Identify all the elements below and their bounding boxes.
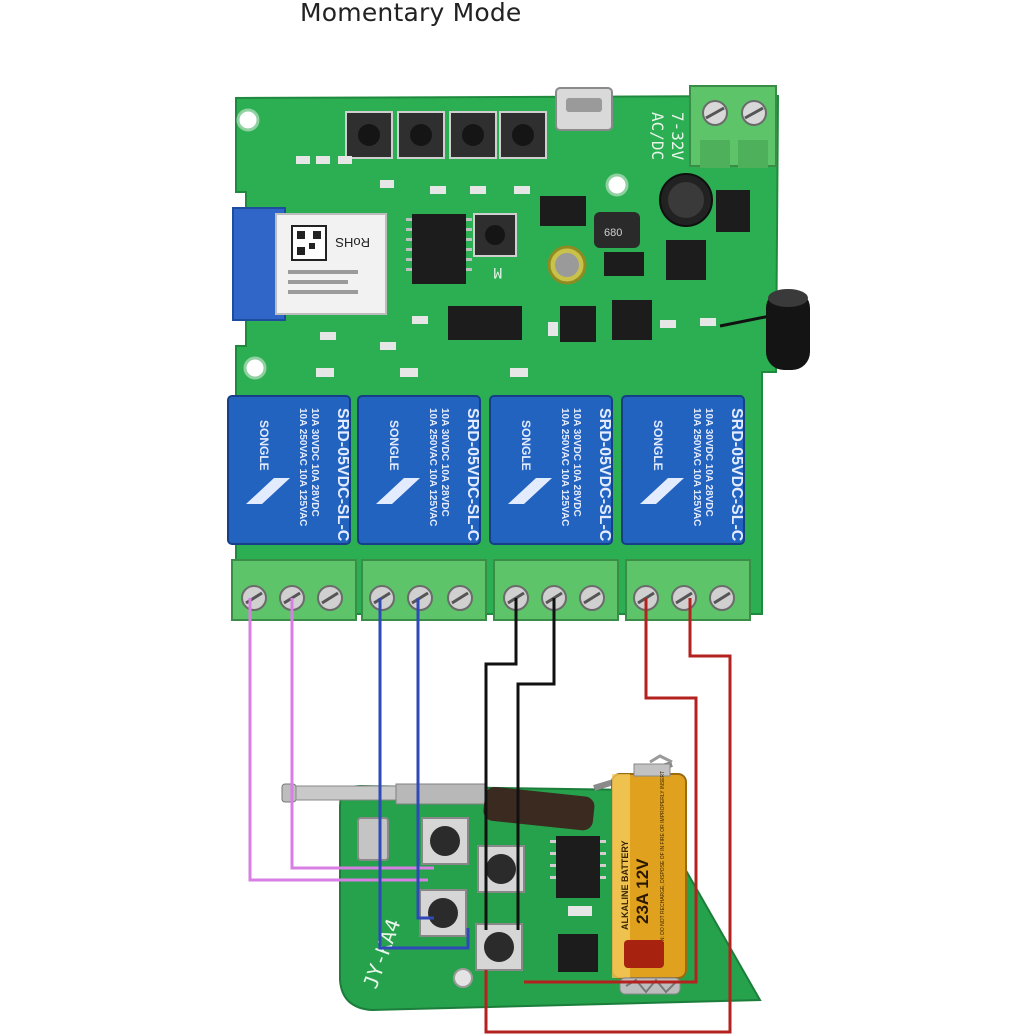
wires-relay-3: [484, 598, 556, 930]
wires-relay-2: [378, 598, 470, 950]
mounting-hole: [453, 968, 473, 988]
battery-type: ALKALINE BATTERY: [620, 841, 630, 931]
svg-text:SONGLE: SONGLE: [651, 420, 665, 471]
inductor: [594, 212, 640, 248]
rohs-label: RoHS: [335, 235, 370, 250]
svg-text:10A 30VDC 10A 28VDC: 10A 30VDC 10A 28VDC: [309, 408, 320, 517]
svg-text:10A 250VAC 10A 125VAC: 10A 250VAC 10A 125VAC: [427, 408, 438, 526]
relay-1: SRD-05VDC-SL-C 10A 250VAC 10A 125VAC 10A…: [227, 395, 351, 545]
relay-3-terminal: [493, 559, 619, 621]
ic-chip: [612, 300, 652, 340]
power-input-terminal: [689, 85, 777, 168]
ic-chip: [556, 836, 600, 898]
svg-text:10A 30VDC 10A 28VDC: 10A 30VDC 10A 28VDC: [439, 408, 450, 517]
remote-button-1: [421, 817, 469, 865]
page-title: Momentary Mode: [300, 0, 522, 27]
relay-4-terminal: [625, 559, 751, 621]
battery-caution: CAUTION: DO NOT RECHARGE, DISPOSE OF IN …: [660, 771, 666, 960]
svg-text:SONGLE: SONGLE: [387, 420, 401, 471]
mounting-hole: [605, 173, 629, 197]
mounting-hole: [236, 108, 260, 132]
svg-text:10A 250VAC 10A 125VAC: 10A 250VAC 10A 125VAC: [559, 408, 570, 526]
ic-chip: [412, 214, 466, 284]
inductor-label: 680: [604, 227, 622, 239]
svg-text:10A 30VDC 10A 28VDC: 10A 30VDC 10A 28VDC: [703, 408, 714, 517]
ic-chip: [604, 252, 644, 276]
ic-chip: [448, 306, 522, 340]
svg-text:10A 30VDC 10A 28VDC: 10A 30VDC 10A 28VDC: [571, 408, 582, 517]
wires-relay-1: [248, 598, 434, 882]
relay-4: SRD-05VDC-SL-C 10A 250VAC 10A 125VAC 10A…: [621, 395, 745, 545]
ic-chip: [666, 240, 706, 280]
svg-text:SRD-05VDC-SL-C: SRD-05VDC-SL-C: [728, 408, 745, 542]
svg-text:SONGLE: SONGLE: [257, 420, 271, 471]
svg-text:SONGLE: SONGLE: [519, 420, 533, 471]
svg-text:10A 250VAC 10A 125VAC: 10A 250VAC 10A 125VAC: [691, 408, 702, 526]
ic-chip: [558, 934, 598, 972]
svg-text:SRD-05VDC-SL-C: SRD-05VDC-SL-C: [596, 408, 613, 542]
relay-3: SRD-05VDC-SL-C 10A 250VAC 10A 125VAC 10A…: [489, 395, 613, 545]
crystal: [357, 817, 389, 861]
battery-spec: 23A 12V: [633, 858, 652, 924]
mounting-hole: [243, 356, 267, 380]
mode-button-label: M: [494, 264, 502, 280]
input-voltage-label: 7-32V: [668, 112, 687, 161]
top-buttons: [345, 111, 547, 159]
wifi-module: RoHS: [232, 207, 387, 321]
input-type-label: AC/DC: [648, 112, 667, 160]
battery: ALKALINE BATTERY 23A 12V CAUTION: DO NOT…: [611, 754, 687, 995]
remote-control: JY-KA4 ALKALINE BATTERY 23A 12V CAUTION:…: [281, 754, 762, 1012]
svg-text:SRD-05VDC-SL-C: SRD-05VDC-SL-C: [334, 408, 351, 542]
relay-board: 7-32V AC/DC RoHS: [227, 85, 810, 621]
ic-chip: [716, 190, 750, 232]
relay-1-terminal: [231, 559, 357, 621]
svg-text:SRD-05VDC-SL-C: SRD-05VDC-SL-C: [464, 408, 481, 542]
wires-relay-4: [484, 598, 732, 1034]
ic-chip: [540, 196, 586, 226]
board-antenna: [719, 289, 810, 370]
relay-2-terminal: [361, 559, 487, 621]
svg-text:10A 250VAC 10A 125VAC: 10A 250VAC 10A 125VAC: [297, 408, 308, 526]
relay-2: SRD-05VDC-SL-C 10A 250VAC 10A 125VAC 10A…: [357, 395, 481, 545]
remote-button-4: [475, 923, 523, 971]
remote-button-2: [419, 889, 467, 937]
ic-chip: [560, 306, 596, 342]
